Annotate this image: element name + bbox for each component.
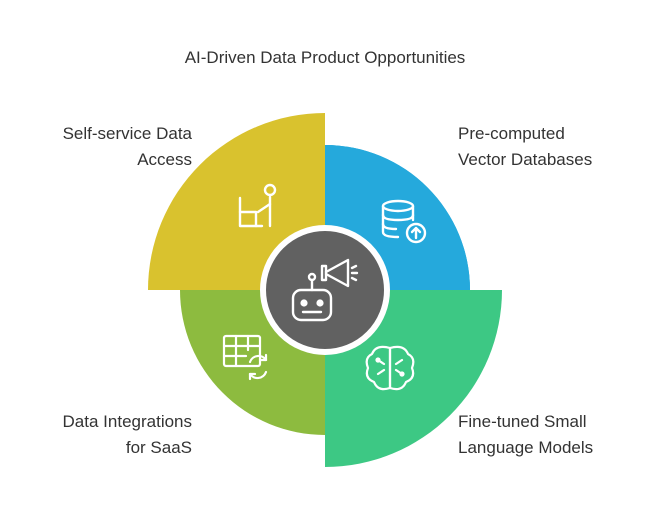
robot-megaphone-icon — [291, 258, 359, 322]
diagram-title: AI-Driven Data Product Opportunities — [184, 48, 466, 67]
label-line: Access — [137, 150, 192, 169]
label-line: Data Integrations — [62, 412, 192, 431]
label-line: Fine-tuned Small — [458, 412, 587, 431]
label-line: for SaaS — [125, 438, 192, 457]
database-upload-icon — [381, 199, 427, 244]
label-line: Vector Databases — [458, 150, 593, 169]
table-sync-icon — [222, 334, 268, 381]
label-fine-tuned-small-language-models: Fine-tuned Small Language Models — [458, 409, 638, 461]
label-pre-computed-vector-databases: Pre-computed Vector Databases — [458, 121, 638, 173]
label-self-service-data-access: Self-service Data Access — [20, 121, 192, 173]
label-line: Pre-computed — [458, 124, 565, 143]
label-data-integrations-for-saas: Data Integrations for SaaS — [20, 409, 192, 461]
self-service-icon — [238, 183, 277, 228]
brain-circuit-icon — [365, 345, 415, 391]
label-line: Language Models — [458, 438, 594, 457]
label-line: Self-service Data — [62, 124, 192, 143]
